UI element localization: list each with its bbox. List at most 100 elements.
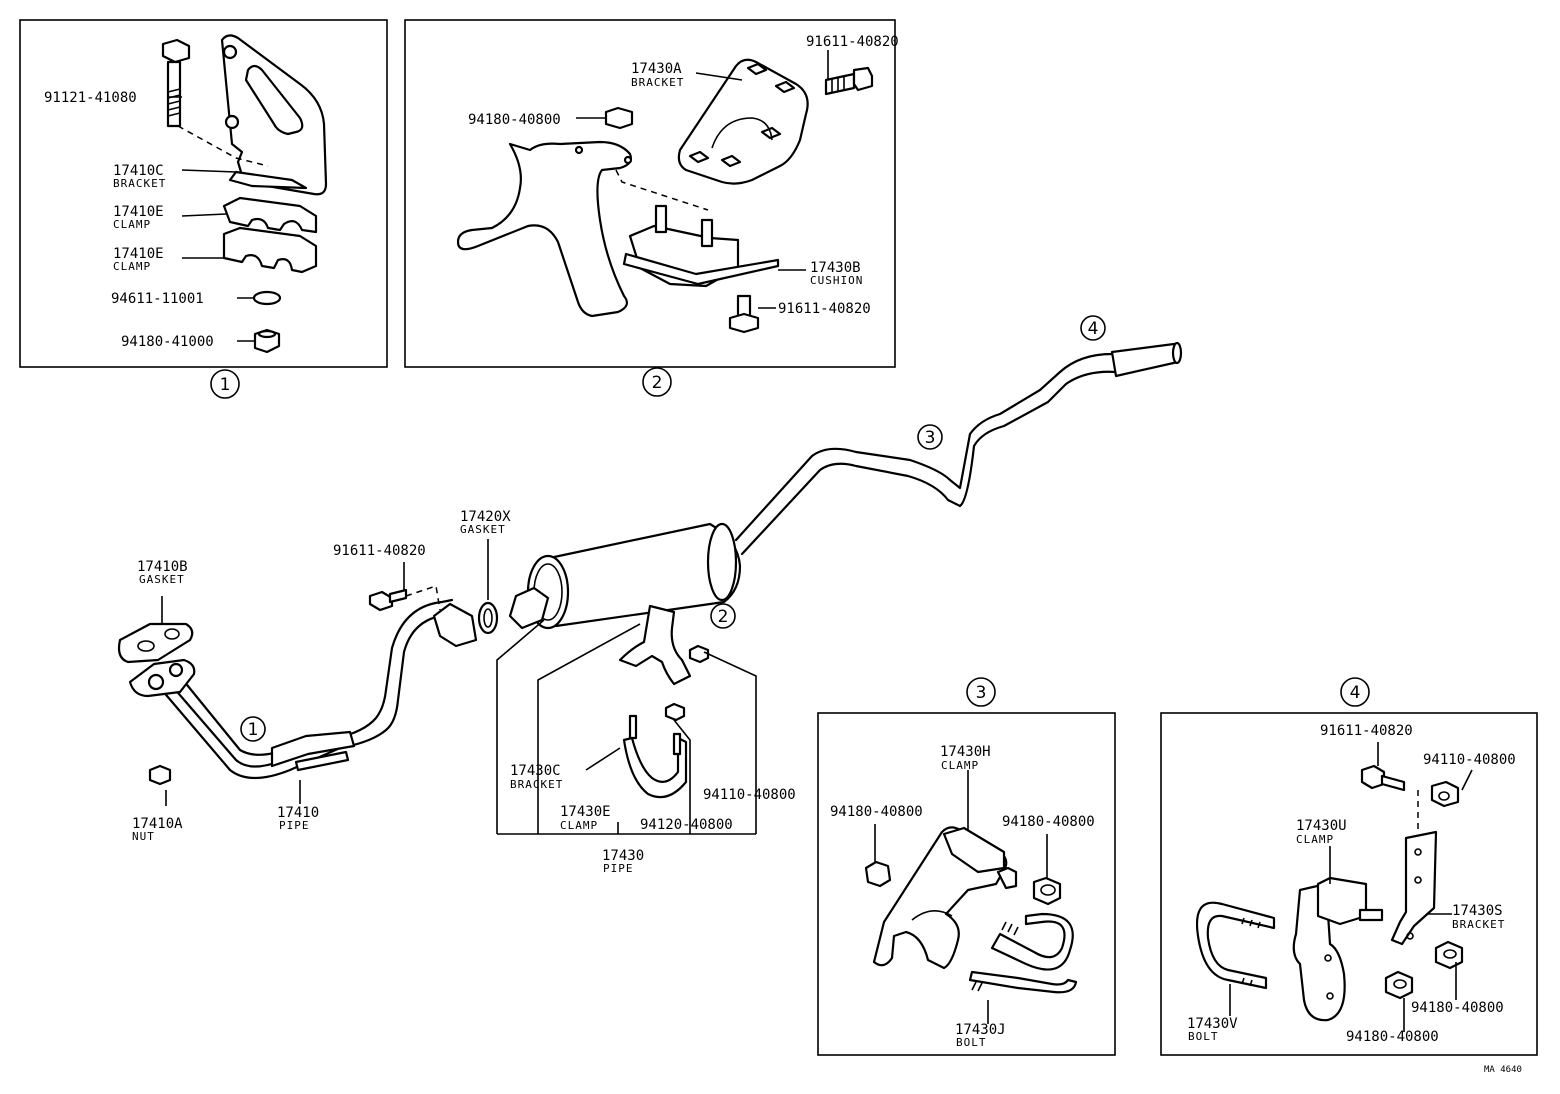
nut-94180-41000-icon bbox=[253, 328, 281, 354]
label-clamp-e: CLAMP bbox=[560, 819, 598, 832]
label-bracket-panel2: BRACKET bbox=[631, 76, 684, 89]
label-17410c: 17410C bbox=[113, 163, 164, 179]
label-94180-40800-p3-right: 94180-40800 bbox=[1002, 814, 1095, 830]
bolt-91611-40820-p4-icon bbox=[1360, 764, 1406, 792]
clamp-17410e-upper-icon bbox=[222, 196, 318, 234]
nut-94120-40800-main-icon bbox=[664, 702, 686, 722]
label-94180-40800-panel2: 94180-40800 bbox=[468, 112, 561, 128]
label-17430a: 17430A bbox=[631, 61, 682, 77]
clamp-17430u-icon bbox=[1292, 876, 1384, 1022]
panel-2: 91611-40820 17430A BRACKET 94180-40800 1… bbox=[404, 19, 899, 397]
label-17420x: 17420X bbox=[460, 509, 511, 525]
callout-1-main-label: 1 bbox=[248, 720, 259, 740]
front-pipe-flange-icon bbox=[432, 602, 478, 648]
cushion-17430b-icon bbox=[622, 204, 780, 288]
label-94120-40800: 94120-40800 bbox=[640, 817, 733, 833]
bolt-91121-41080-icon bbox=[161, 38, 191, 128]
label-gasket-b: GASKET bbox=[139, 573, 185, 586]
callout-1-main bbox=[240, 716, 266, 742]
bracket-17410c-icon bbox=[220, 34, 328, 196]
label-17430s: 17430S bbox=[1452, 903, 1503, 919]
nut-17410a-icon bbox=[148, 764, 172, 786]
label-91611-40820-top: 91611-40820 bbox=[806, 34, 899, 50]
label-pipe-17410: PIPE bbox=[279, 819, 310, 832]
bolt-91611-40820-bottom-icon bbox=[728, 294, 760, 334]
label-17430e: 17430E bbox=[560, 804, 611, 820]
label-17430v: 17430V bbox=[1187, 1016, 1238, 1032]
label-bracket-c: BRACKET bbox=[510, 778, 563, 791]
u-bolt-17430v-icon bbox=[1195, 901, 1276, 990]
label-gasket-x: GASKET bbox=[460, 523, 506, 536]
panel-1-frame bbox=[19, 19, 388, 368]
callout-4-panel-label: 4 bbox=[1350, 683, 1361, 703]
label-bracket-s: BRACKET bbox=[1452, 918, 1505, 931]
label-clamp-u: CLAMP bbox=[1296, 833, 1334, 846]
label-91611-40820-bottom: 91611-40820 bbox=[778, 301, 871, 317]
label-17410: 17410 bbox=[277, 805, 319, 821]
nut-94180-40800-p4-b-icon bbox=[1384, 970, 1414, 1000]
nut-94180-40800-panel2-icon bbox=[604, 106, 634, 130]
diagram-id: MA 4640 bbox=[1484, 1065, 1522, 1075]
bolt-91611-40820-top-icon bbox=[824, 66, 874, 96]
label-91611-40820-main: 91611-40820 bbox=[333, 543, 426, 559]
callout-3-main-label: 3 bbox=[925, 428, 936, 448]
label-nut-a: NUT bbox=[132, 830, 155, 843]
panel-2-dash bbox=[615, 169, 709, 211]
frame-hanger-icon bbox=[456, 140, 632, 318]
main-bolt-dash bbox=[405, 585, 441, 611]
label-91121-41080: 91121-41080 bbox=[44, 90, 137, 106]
callout-2-main bbox=[710, 603, 736, 629]
label-pipe-17430: PIPE bbox=[603, 862, 634, 875]
gasket-17410b-icon bbox=[117, 622, 194, 664]
label-clamp-a: CLAMP bbox=[113, 218, 151, 231]
u-bolt-17430j-icon bbox=[968, 912, 1078, 994]
label-91611-40820-p4: 91611-40820 bbox=[1320, 723, 1413, 739]
label-17410e-b: 17410E bbox=[113, 246, 164, 262]
label-17430: 17430 bbox=[602, 848, 644, 864]
panel-3-frame bbox=[817, 712, 1116, 1056]
nut-94180-40800-right-icon bbox=[1032, 876, 1062, 906]
label-17410e-a: 17410E bbox=[113, 204, 164, 220]
callout-3-main bbox=[917, 424, 943, 450]
label-17410b: 17410B bbox=[137, 559, 188, 575]
label-94180-40800-p4-a: 94180-40800 bbox=[1411, 1000, 1504, 1016]
callout-4-main-label: 4 bbox=[1088, 319, 1099, 339]
label-17430b: 17430B bbox=[810, 260, 861, 276]
panel-1: 91121-41080 17410C BRACKET 17410E CLAMP … bbox=[19, 19, 388, 399]
bolt-91611-40820-main-icon bbox=[368, 588, 408, 612]
panel-2-frame bbox=[404, 19, 896, 368]
label-94611-11001: 94611-11001 bbox=[111, 291, 204, 307]
label-clamp-h: CLAMP bbox=[941, 759, 979, 772]
clamp-17430h-icon bbox=[872, 826, 1018, 970]
front-pipe-clamp-sleeve-icon bbox=[270, 730, 356, 768]
label-bolt-v: BOLT bbox=[1188, 1030, 1219, 1043]
callout-4-panel bbox=[1340, 677, 1370, 707]
muffler-inlet-flange-icon bbox=[508, 586, 550, 630]
label-bolt-j: BOLT bbox=[956, 1036, 987, 1049]
label-94180-40800-p4-b: 94180-40800 bbox=[1346, 1029, 1439, 1045]
nut-94110-40800-p4-icon bbox=[1430, 780, 1460, 808]
callout-3-panel bbox=[966, 677, 996, 707]
gasket-17420x-icon bbox=[477, 601, 499, 635]
panel-4-frame bbox=[1160, 712, 1538, 1056]
label-94180-40800-p3-left: 94180-40800 bbox=[830, 804, 923, 820]
bracket-17430s-icon bbox=[1390, 830, 1438, 946]
clamp-17410e-lower-icon bbox=[222, 226, 318, 274]
label-94110-40800-p4: 94110-40800 bbox=[1423, 752, 1516, 768]
label-17430j: 17430J bbox=[955, 1022, 1006, 1038]
label-clamp-b: CLAMP bbox=[113, 260, 151, 273]
label-bracket: BRACKET bbox=[113, 177, 166, 190]
nut-94180-40800-p4-a-icon bbox=[1434, 940, 1464, 970]
bracket-17430c-icon bbox=[618, 604, 692, 686]
label-cushion: CUSHION bbox=[810, 274, 863, 287]
label-94110-40800-main: 94110-40800 bbox=[703, 787, 796, 803]
nut-94180-40800-left-icon bbox=[864, 860, 892, 888]
callout-4-main bbox=[1080, 315, 1106, 341]
main-assembly: 17410B GASKET 91611-40820 17420X GASKET … bbox=[117, 315, 1183, 875]
callout-2-panel bbox=[642, 367, 672, 397]
panel-1-dash bbox=[177, 125, 269, 167]
callout-1-panel bbox=[210, 369, 240, 399]
callout-2-panel-label: 2 bbox=[652, 373, 663, 393]
panel-4: 4 bbox=[1160, 677, 1538, 1056]
callout-2-main-label: 2 bbox=[718, 607, 729, 627]
